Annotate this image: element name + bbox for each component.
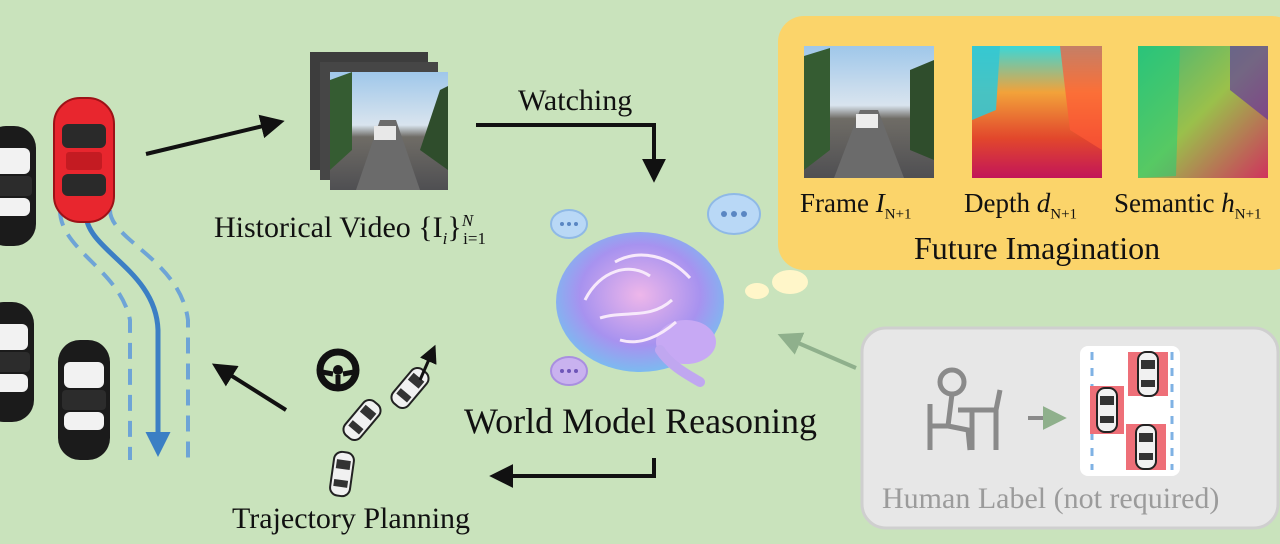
steering-wheel-icon [316, 348, 360, 392]
historical-video-math: {Ii}Ni=1 [418, 211, 486, 248]
human-label-caption: Human Label (not required) [882, 482, 1220, 515]
semantic-caption: Semantic hN+1 [1114, 188, 1262, 223]
future-imagination-panel [778, 16, 1280, 270]
arrow-icon [476, 123, 666, 183]
historical-video-label: Historical Video {Ii}Ni=1 [214, 212, 486, 247]
brain-icon [556, 232, 724, 387]
world-model-reasoning-label: World Model Reasoning [464, 401, 818, 441]
watching-label: Watching [518, 84, 633, 117]
chat-bubble-icon [550, 209, 588, 239]
trajectory-path [58, 209, 190, 460]
frame-caption: Frame IN+1 [800, 188, 912, 223]
historical-video-text: Historical Video [214, 211, 411, 244]
thought-dots [745, 270, 808, 299]
car-icon [58, 340, 110, 460]
chat-bubble-icon [707, 193, 761, 235]
car-icon [0, 126, 36, 246]
future-imagination-title: Future Imagination [914, 230, 1161, 266]
trajectory-cars [328, 344, 437, 499]
car-icon [0, 302, 34, 422]
chat-bubble-icon [550, 356, 588, 386]
trajectory-planning-label: Trajectory Planning [232, 502, 471, 535]
arrow-icon [211, 363, 288, 412]
arrow-icon [777, 332, 857, 370]
historical-video-frames [310, 52, 448, 190]
human-label-panel [860, 326, 1280, 530]
arrow-icon [145, 114, 285, 156]
arrow-icon [489, 458, 656, 488]
person-at-desk-icon [927, 367, 1003, 451]
depth-caption: Depth dN+1 [964, 188, 1078, 223]
ego-car-icon [53, 97, 115, 223]
